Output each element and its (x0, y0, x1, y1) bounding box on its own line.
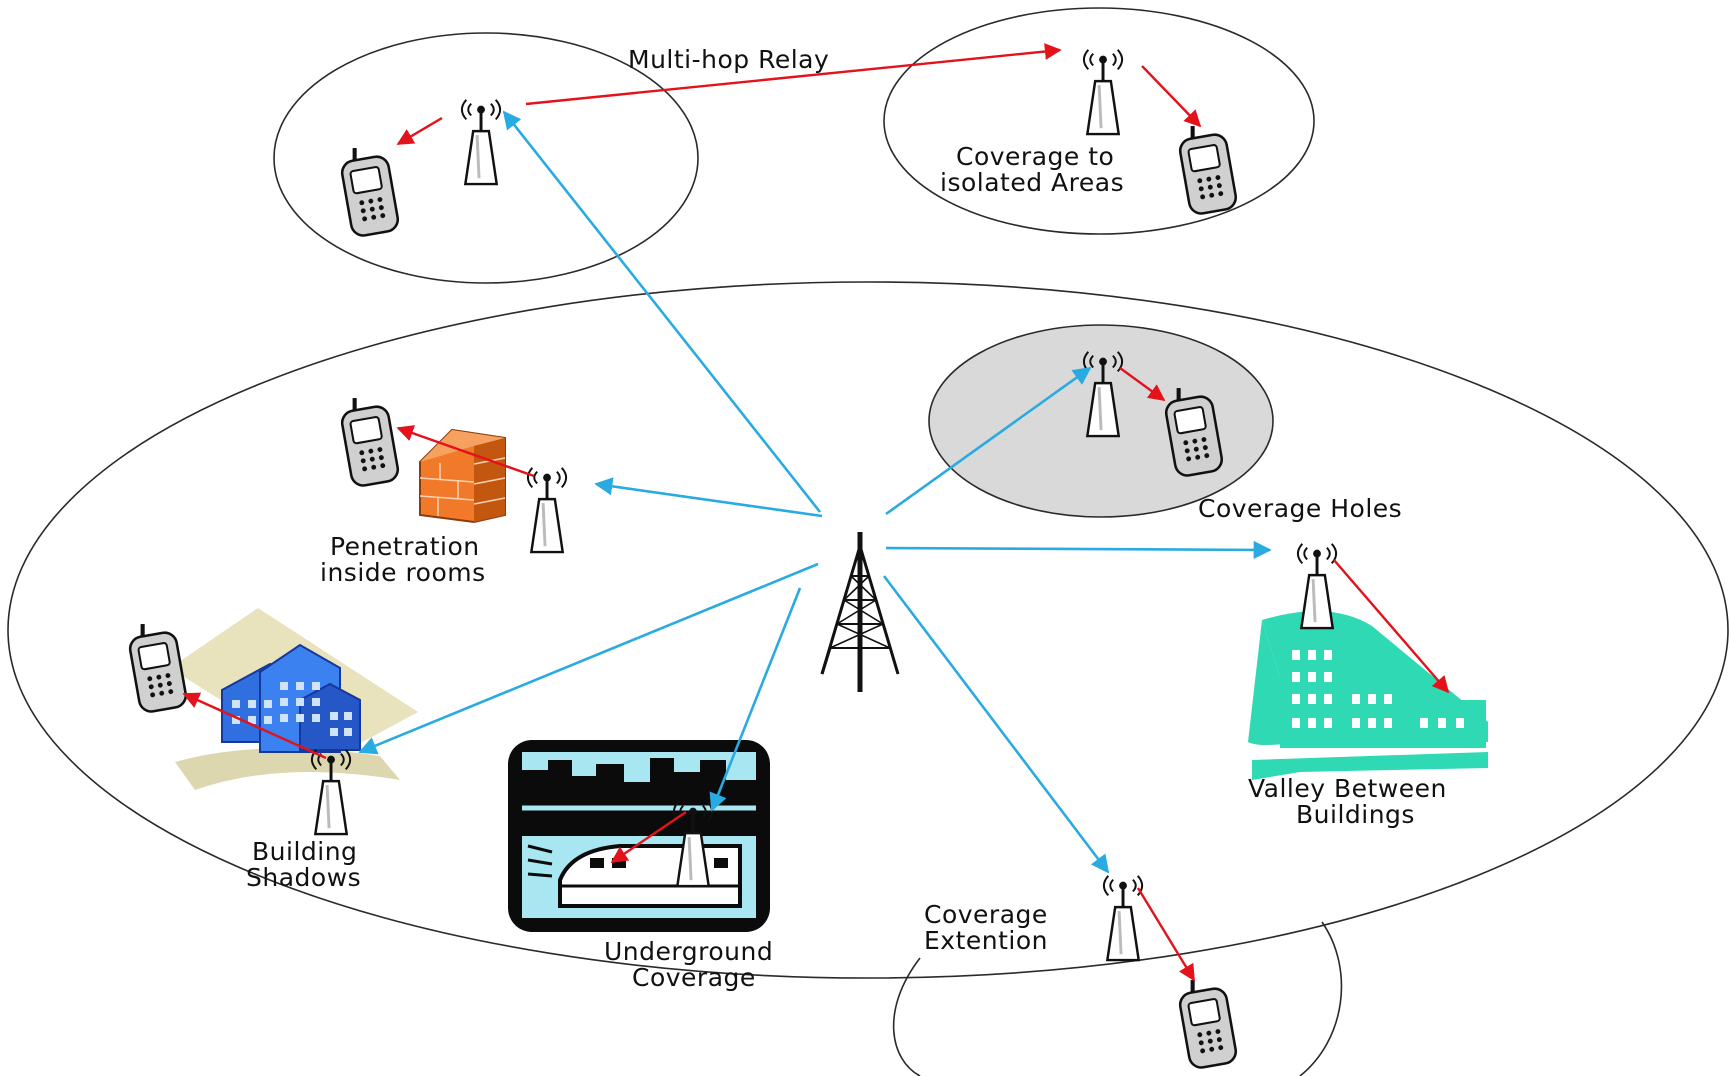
link-to-valley (885, 540, 1272, 560)
label-building-shadows-line2: Shadows (246, 863, 361, 892)
link-to-underground (709, 587, 802, 812)
extension-zone-arc (892, 921, 1343, 1076)
mobile-phone-icon (1178, 126, 1237, 215)
train-tunnel-icon (508, 740, 770, 932)
relay-link-upper-left-phone (396, 116, 443, 146)
label-valley-line1: Valley Between (1248, 774, 1447, 803)
link-to-coverage-hole (885, 366, 1092, 516)
label-coverage-holes: Coverage Holes (1198, 494, 1402, 523)
city-buildings-icon (170, 608, 418, 790)
mobile-phone-icon (1178, 980, 1237, 1069)
link-to-multihop-relay (502, 110, 822, 513)
relay-link-isolated-phone (1141, 65, 1202, 128)
base-station-tower-icon (820, 532, 900, 692)
label-penetration-line1: Penetration (330, 532, 480, 561)
label-isolated-areas-line2: isolated Areas (940, 168, 1124, 197)
label-underground-line2: Coverage (632, 963, 756, 992)
base-station-coverage-ellipse (7, 281, 1729, 979)
relay-link-valley-phone (1333, 559, 1450, 694)
label-multi-hop-relay: Multi-hop Relay (628, 45, 829, 74)
label-extension-line2: Extention (924, 926, 1048, 955)
link-to-penetration (594, 477, 823, 518)
relay-link-shadows-phone (182, 692, 327, 760)
relay-link-hole-phone (1119, 367, 1166, 401)
label-penetration-line2: inside rooms (320, 558, 486, 587)
label-extension-line1: Coverage (924, 900, 1048, 929)
teal-buildings-icon (1248, 611, 1488, 780)
relay-link-underground-train (610, 811, 687, 863)
link-to-extension (882, 575, 1110, 874)
brick-wall-icon (419, 428, 506, 524)
mobile-phone-icon (340, 148, 399, 237)
label-underground-line1: Underground (604, 937, 773, 966)
relay-station-icon (460, 98, 502, 186)
relay-station-icon (1296, 542, 1338, 630)
mobile-phone-icon (340, 398, 399, 487)
relay-zone-isolated-areas (883, 7, 1315, 235)
label-isolated-areas-line1: Coverage to (956, 142, 1114, 171)
relay-station-icon (1082, 48, 1124, 136)
relay-station-icon (1102, 874, 1144, 962)
relay-link-multihop (525, 43, 1062, 106)
relay-link-extension-phone (1136, 887, 1196, 982)
label-building-shadows-line1: Building (252, 837, 357, 866)
relay-station-icon (526, 466, 568, 554)
label-valley-line2: Buildings (1296, 800, 1415, 829)
relay-link-penetration-phone (396, 425, 535, 478)
link-to-building-shadows (358, 562, 819, 755)
relay-zone-upper-left (273, 32, 699, 284)
mobile-phone-icon (128, 624, 187, 713)
